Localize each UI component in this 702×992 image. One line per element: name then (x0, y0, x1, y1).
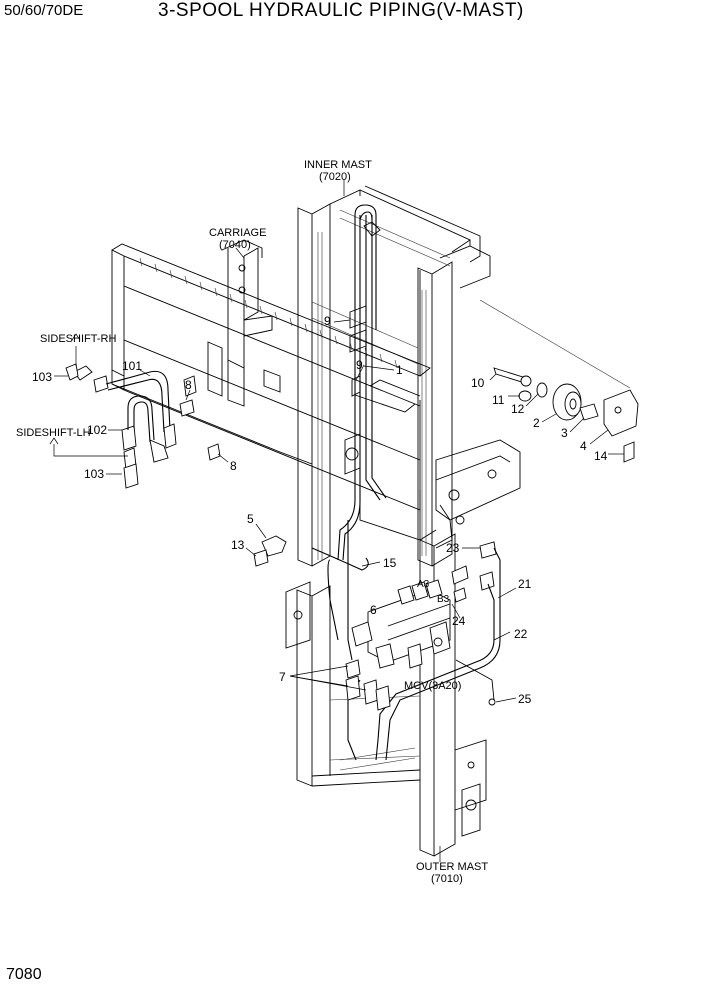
sideshift-rh-label: SIDESHIFT-RH (40, 333, 116, 345)
callout-9a: 9 (324, 314, 331, 328)
callout-12: 12 (511, 402, 525, 416)
callout-3: 3 (561, 426, 568, 440)
callout-1: 1 (396, 363, 403, 377)
callout-13: 13 (231, 538, 245, 552)
outer-mast (285, 533, 487, 857)
port-a3-label: A3 (417, 579, 430, 590)
callout-103b: 103 (84, 467, 104, 481)
sideshift-hoses (65, 363, 221, 489)
inner-mast (297, 185, 491, 567)
mcv-assembly (253, 535, 501, 761)
carriage-label: CARRIAGE (209, 227, 266, 239)
outer-mast-label: OUTER MAST (416, 861, 488, 873)
page-title: 3-SPOOL HYDRAULIC PIPING(V-MAST) (158, 0, 524, 21)
leader-lines (49, 180, 624, 862)
pulley-assembly (479, 299, 639, 463)
callout-7: 7 (279, 670, 286, 684)
callout-11: 11 (492, 393, 505, 407)
mast-hoses (327, 204, 387, 661)
model-code: 50/60/70DE (4, 2, 84, 19)
callout-4: 4 (580, 439, 587, 453)
carriage (111, 239, 521, 549)
callout-8b: 8 (230, 459, 237, 473)
outer-mast-code: (7010) (431, 873, 463, 885)
callout-15: 15 (383, 556, 397, 570)
callout-8a: 8 (185, 378, 192, 392)
callout-101: 101 (122, 359, 142, 373)
callout-5: 5 (247, 512, 254, 526)
callout-6: 6 (370, 603, 377, 617)
callout-23: 23 (446, 541, 460, 555)
page-number: 7080 (6, 966, 42, 983)
sideshift-lh-label: SIDESHIFT-LH (16, 427, 91, 439)
callout-14: 14 (594, 449, 608, 463)
mcv-label: MCV(3A20) (404, 680, 461, 692)
callout-2: 2 (533, 416, 540, 430)
callout-25: 25 (518, 692, 532, 706)
inner-mast-code: (7020) (319, 171, 351, 183)
callout-24: 24 (452, 614, 466, 628)
port-b3-label: B3 (437, 594, 450, 605)
callout-103a: 103 (32, 370, 52, 384)
callout-102: 102 (87, 423, 107, 437)
carriage-code: (7040) (219, 239, 251, 251)
inner-mast-label: INNER MAST (304, 159, 372, 171)
callout-9b: 9 (356, 358, 363, 372)
callout-21: 21 (518, 577, 532, 591)
callout-10: 10 (471, 376, 485, 390)
callout-22: 22 (514, 627, 528, 641)
